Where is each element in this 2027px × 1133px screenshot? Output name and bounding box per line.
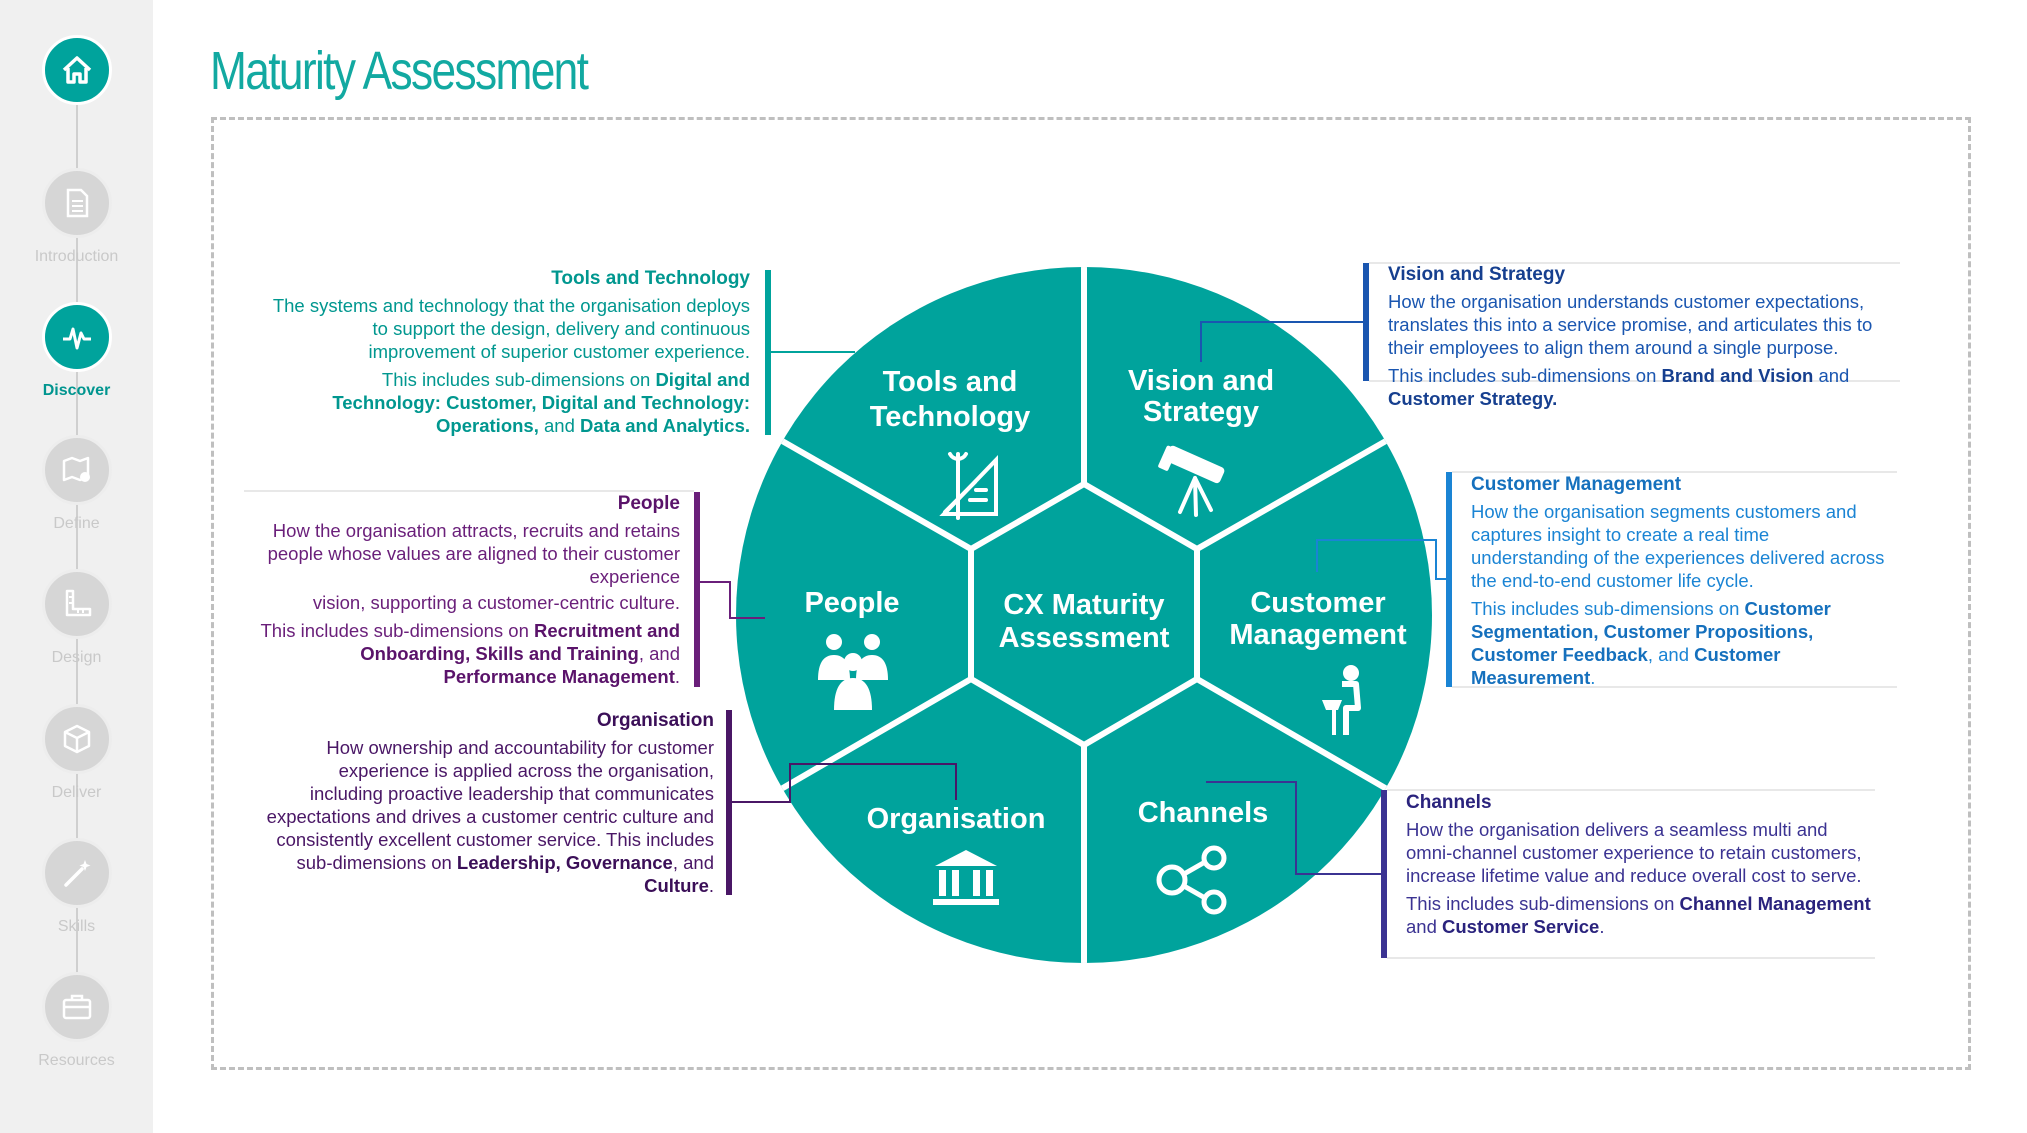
home-button[interactable] — [41, 35, 112, 105]
customer-description: How the organisation segments customers … — [1471, 501, 1885, 591]
person-at-laptop-icon — [1322, 665, 1361, 735]
vision-heading: Vision and Strategy — [1388, 264, 1566, 285]
nav-label-define: Define — [53, 515, 100, 532]
vision-connector — [1200, 262, 1900, 382]
nav-discover[interactable]: Discover — [0, 302, 153, 400]
organisation-heading: Organisation — [596, 710, 714, 731]
segment-customer-label-line1: Customer — [1250, 587, 1385, 619]
people-group-icon — [818, 634, 888, 710]
vision-description: How the organisation understands custome… — [1388, 291, 1873, 358]
people-heading: People — [617, 493, 680, 514]
magic-wand-icon — [63, 860, 90, 887]
document-icon — [66, 188, 88, 218]
tools-and-technology-description: Tools and Technology The systems and tec… — [270, 267, 750, 437]
nav-deliver[interactable]: Deliver — [0, 704, 153, 802]
center-label-line1: CX Maturity — [1003, 589, 1164, 621]
segment-tools-label-line1: Tools and — [883, 366, 1018, 398]
segment-vision-label-line2: Strategy — [1143, 396, 1259, 428]
nav-introduction[interactable]: Introduction — [0, 168, 153, 266]
people-description-text: How the organisation attracts, recruits … — [267, 520, 680, 587]
segment-tools-and-technology[interactable]: Tools and Technology — [870, 366, 1031, 520]
institution-building-icon — [933, 850, 999, 905]
tools-subdimensions: This includes sub-dimensions on Digital … — [332, 369, 750, 436]
content-frame — [211, 117, 1971, 1070]
tools-heading: Tools and Technology — [551, 268, 750, 289]
sidebar-connector-line — [76, 80, 78, 1020]
customer-heading: Customer Management — [1471, 474, 1682, 495]
segment-people[interactable]: People — [804, 587, 900, 710]
channels-description-text: How the organisation delivers a seamless… — [1406, 819, 1862, 886]
connected-nodes-icon — [1156, 845, 1227, 915]
tools-connector — [765, 270, 855, 435]
segment-channels[interactable]: Channels — [1138, 797, 1269, 915]
home-icon — [62, 56, 91, 84]
segment-vision-label-line1: Vision and — [1128, 365, 1274, 397]
nav-label-resources: Resources — [38, 1052, 115, 1069]
organisation-description: Organisation How ownership and accountab… — [262, 709, 714, 897]
channels-heading: Channels — [1406, 792, 1492, 813]
channels-subdimensions: This includes sub-dimensions on Channel … — [1406, 893, 1871, 937]
wheel-disc — [736, 267, 1432, 963]
customer-connector — [1316, 471, 1897, 688]
nav-label-skills: Skills — [57, 918, 96, 935]
segment-vision-and-strategy[interactable]: Vision and Strategy — [1128, 365, 1274, 517]
customer-subdimensions: This includes sub-dimensions on Customer… — [1471, 598, 1831, 688]
segment-customer-label-line2: Management — [1229, 619, 1407, 651]
people-description-text-2: vision, supporting a customer-centric cu… — [312, 592, 680, 613]
organisation-connector — [726, 710, 957, 895]
vision-subdimensions: This includes sub-dimensions on Brand an… — [1388, 365, 1850, 409]
briefcase-icon — [62, 994, 91, 1020]
telescope-icon — [1158, 445, 1225, 517]
sidebar: Introduction Discover Define Design Deli… — [0, 0, 153, 1133]
map-pin-icon — [62, 456, 90, 482]
nav-label-discover: Discover — [42, 382, 111, 399]
channels-connector — [1206, 781, 1875, 959]
nav-skills[interactable]: Skills — [0, 838, 153, 936]
segment-channels-label: Channels — [1138, 797, 1269, 829]
nav-design[interactable]: Design — [0, 569, 153, 667]
tools-description: The systems and technology that the orga… — [272, 295, 750, 362]
pulse-icon — [62, 327, 91, 350]
people-description: People How the organisation attracts, re… — [243, 492, 681, 688]
vision-and-strategy-description: Vision and Strategy How the organisation… — [1388, 263, 1898, 410]
tools-icon — [939, 452, 998, 520]
organisation-description-text: How ownership and accountability for cus… — [266, 737, 714, 896]
segment-organisation-label: Organisation — [867, 803, 1046, 835]
segment-tools-label-line2: Technology — [870, 401, 1031, 433]
nav-label-design: Design — [51, 649, 102, 666]
segment-organisation[interactable]: Organisation — [867, 803, 1046, 905]
ruler-icon — [65, 589, 91, 617]
page-title: Maturity Assessment — [210, 41, 589, 101]
people-connector — [244, 490, 765, 687]
cube-icon — [63, 724, 90, 754]
channels-description: Channels How the organisation delivers a… — [1406, 791, 1876, 938]
segment-people-label: People — [804, 587, 899, 619]
nav-home[interactable] — [0, 35, 153, 105]
segment-customer-management[interactable]: Customer Management — [1229, 587, 1407, 735]
center-label-line2: Assessment — [999, 622, 1170, 654]
nav-resources[interactable]: Resources — [0, 972, 153, 1070]
nav-label-deliver: Deliver — [51, 784, 102, 801]
customer-management-description: Customer Management How the organisation… — [1471, 473, 1891, 689]
nav-label-introduction: Introduction — [34, 248, 119, 265]
people-subdimensions: This includes sub-dimensions on Recruitm… — [260, 620, 681, 687]
nav-define[interactable]: Define — [0, 435, 153, 533]
